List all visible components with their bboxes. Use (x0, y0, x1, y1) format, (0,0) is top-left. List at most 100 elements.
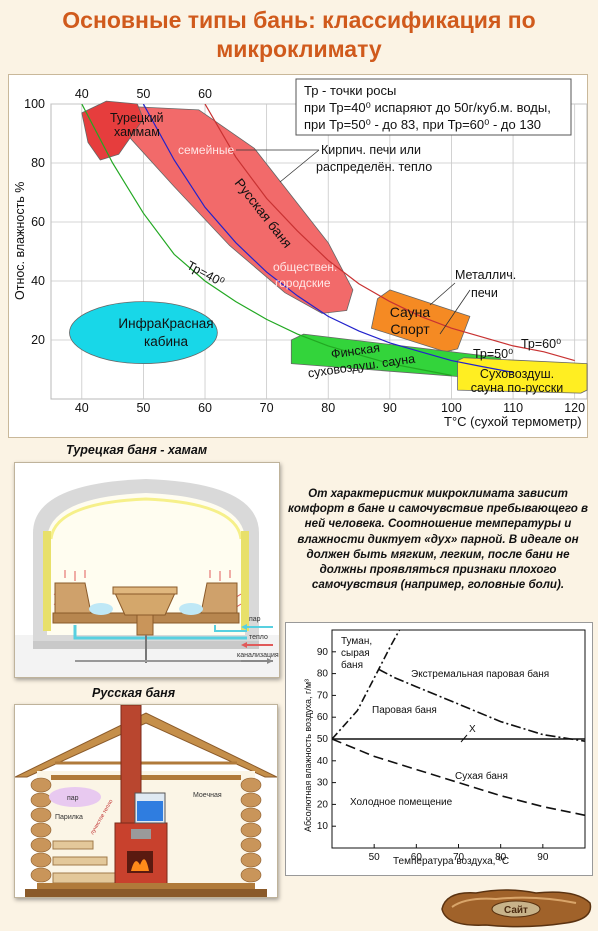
x-tick-label: 70 (260, 401, 274, 415)
bench-right (200, 582, 238, 614)
x-top-tick-label: 40 (75, 87, 89, 101)
region-dry: Сухая баня (455, 770, 508, 782)
x-axis-title: T°C (сухой термометр) (444, 414, 582, 429)
zone-label-sauna-2: Спорт (390, 321, 430, 337)
humidity-x-tick: 50 (369, 852, 381, 863)
humidity-x-tick: 60 (411, 852, 423, 863)
logo-text: Сайт (504, 905, 528, 916)
dew-info-line-3: при Тр=50⁰ - до 83, при Тр=60⁰ - до 130 (304, 117, 541, 132)
steam-cloud-left (89, 603, 113, 615)
dew-point-curve (81, 104, 452, 376)
humidity-y-title: Абсолютная влажность воздуха, г/м³ (303, 679, 313, 832)
humidity-curve-extreme (378, 668, 586, 742)
turkish-bath-diagram: пар тепло канализация (15, 479, 279, 677)
zone-label-infrared-2: кабина (144, 334, 188, 349)
humidity-curve-fog (331, 629, 401, 740)
site-logo: Сайт (441, 889, 592, 928)
title-line-2: микроклимату (216, 36, 382, 62)
humidity-y-tick: 50 (317, 734, 329, 745)
zone-russian-dry-sauna (457, 357, 588, 394)
turkish-bath-caption: Турецкая баня - хамам (66, 443, 208, 457)
zone-sauna-sport (371, 289, 471, 353)
dew-info-line-1: Тр - точки росы (304, 83, 396, 98)
x-tick-label: 80 (321, 401, 335, 415)
chart-zones (69, 100, 588, 394)
metal-pointer-1 (439, 289, 471, 335)
humidity-chart-curves (331, 629, 586, 817)
region-cold: Холодное помещение (350, 797, 453, 808)
humidity-x-tick: 70 (453, 852, 465, 863)
humidity-x-title: Температура воздуха, ºС (393, 856, 509, 867)
zone-label-infrared-1: ИнфраКрасная (118, 316, 213, 331)
fire-icon (131, 859, 149, 871)
humidity-y-tick: 40 (317, 756, 329, 767)
zone-russian-bath (112, 106, 354, 314)
dew-info-line-2: при Тр=40⁰ испаряют до 50г/куб.м. воды, (304, 100, 551, 115)
y-tick-label: 80 (31, 156, 45, 170)
brick-note-line-1: Кирпич. печи или (321, 143, 421, 157)
label-sewer: канализация (237, 652, 279, 659)
zone-label-public-2: городские (275, 276, 331, 290)
dome-interior (47, 493, 245, 635)
y-tick-label: 60 (31, 215, 45, 229)
y-tick-label: 20 (31, 333, 45, 347)
dome-light (49, 497, 243, 540)
brick-note-line-2: распределён. тепло (316, 160, 432, 174)
roof (14, 712, 278, 778)
dew-point-curve (204, 104, 575, 362)
metal-note-line-2: печи (471, 286, 498, 300)
metal-note-line-1: Металлич. (455, 268, 516, 282)
zone-label-turkish-1: Турецкий (110, 111, 164, 125)
y-tick-label: 40 (31, 274, 45, 288)
log-wall-left (30, 777, 52, 883)
russian-bath-diagram: пар Парилка лучистое тепло Моечная (14, 704, 278, 897)
zone-infrared-cabin (69, 301, 218, 364)
log-wall-right (240, 777, 262, 883)
region-fog-3: баня (341, 659, 363, 671)
humidity-y-tick: 80 (317, 669, 329, 680)
zone-label-family: семейные (178, 143, 235, 157)
humidity-x-tick: 90 (537, 852, 549, 863)
humidity-y-tick: 30 (317, 778, 329, 789)
zone-label-sauna-1: Сауна (390, 304, 431, 320)
y-axis-title: Относ. влажность % (13, 182, 27, 300)
turkish-bath-panel: пар тепло канализация (14, 462, 280, 678)
x-tick-label: 120 (564, 401, 585, 415)
label-wash-room: Моечная (193, 792, 222, 799)
x-tick-label: 50 (136, 401, 150, 415)
label-steam-room: Парилка (55, 814, 83, 821)
zone-label-finnish-1: Финская (330, 341, 381, 362)
region-extreme: Экстремальная паровая баня (411, 668, 549, 680)
basin (114, 592, 176, 616)
humidity-y-tick: 10 (317, 821, 329, 832)
label-steam: пар (67, 795, 79, 802)
y-tick-label: 100 (24, 97, 45, 111)
dew-point-curve (142, 104, 514, 373)
label-steam: пар (249, 616, 261, 623)
humidity-y-tick: 60 (317, 712, 329, 723)
region-fog-2: сырая (341, 648, 370, 659)
steam-cloud-right (179, 603, 203, 615)
region-steam: Паровая баня (372, 704, 437, 716)
humidity-y-tick: 90 (317, 647, 329, 658)
zone-label-public-1: обществен. (273, 260, 337, 274)
curve-label-50: Тр=50⁰ (473, 347, 513, 361)
humidity-curve-dry (331, 738, 586, 817)
dew-point-curves (81, 104, 575, 376)
region-fog-1: Туман, (341, 636, 372, 647)
steam-pipe (73, 625, 247, 640)
label-heat: тепло (249, 634, 268, 641)
zone-label-turkish-2: хаммам (114, 125, 160, 139)
x-top-tick-label: 50 (136, 87, 150, 101)
page-title: Основные типы бань: классификация по мик… (0, 6, 598, 64)
zone-turkish-hammam (81, 100, 144, 161)
x-tick-label: 40 (75, 401, 89, 415)
steam-cloud (49, 787, 101, 807)
zone-label-russian-dry-1: Суховоздуш. (480, 367, 554, 381)
curve-label-60: Тр=60⁰ (521, 337, 561, 351)
bench-left (54, 582, 92, 614)
humidity-x-tick: 80 (495, 852, 507, 863)
